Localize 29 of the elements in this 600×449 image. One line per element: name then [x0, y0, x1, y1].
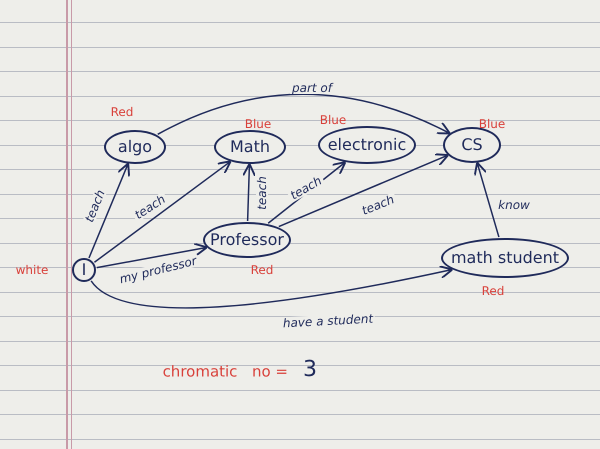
arrow	[94, 160, 232, 263]
arrow	[278, 153, 450, 228]
note-text: chromatic	[162, 364, 238, 380]
arrow	[88, 162, 130, 258]
ellipse-node: I	[72, 258, 96, 282]
edge-label: know	[496, 199, 532, 211]
ellipse-node: electronic	[318, 126, 416, 164]
ellipse-node: Professor	[203, 222, 291, 258]
ellipse-node: Math	[214, 130, 286, 164]
arrow	[90, 265, 454, 308]
color-label: white	[16, 264, 48, 276]
color-label: Red	[482, 285, 504, 297]
edge-label: have a student	[280, 312, 376, 330]
ellipse-node: CS	[443, 127, 501, 163]
arrow	[157, 94, 451, 135]
arrow	[242, 162, 256, 222]
arrow	[96, 242, 208, 268]
color-label: Red	[110, 106, 134, 118]
note-text: 3	[303, 359, 317, 381]
note-text: no =	[252, 364, 288, 380]
color-label: Red	[250, 264, 274, 276]
edge-label: teach	[256, 174, 268, 212]
arrow	[474, 162, 500, 238]
edge-label: part of	[290, 82, 334, 94]
color-label: Blue	[244, 118, 272, 130]
color-label: Blue	[478, 118, 506, 130]
ellipse-node: algo	[104, 130, 166, 164]
ellipse-node: math student	[441, 238, 569, 278]
color-label: Blue	[320, 114, 346, 126]
